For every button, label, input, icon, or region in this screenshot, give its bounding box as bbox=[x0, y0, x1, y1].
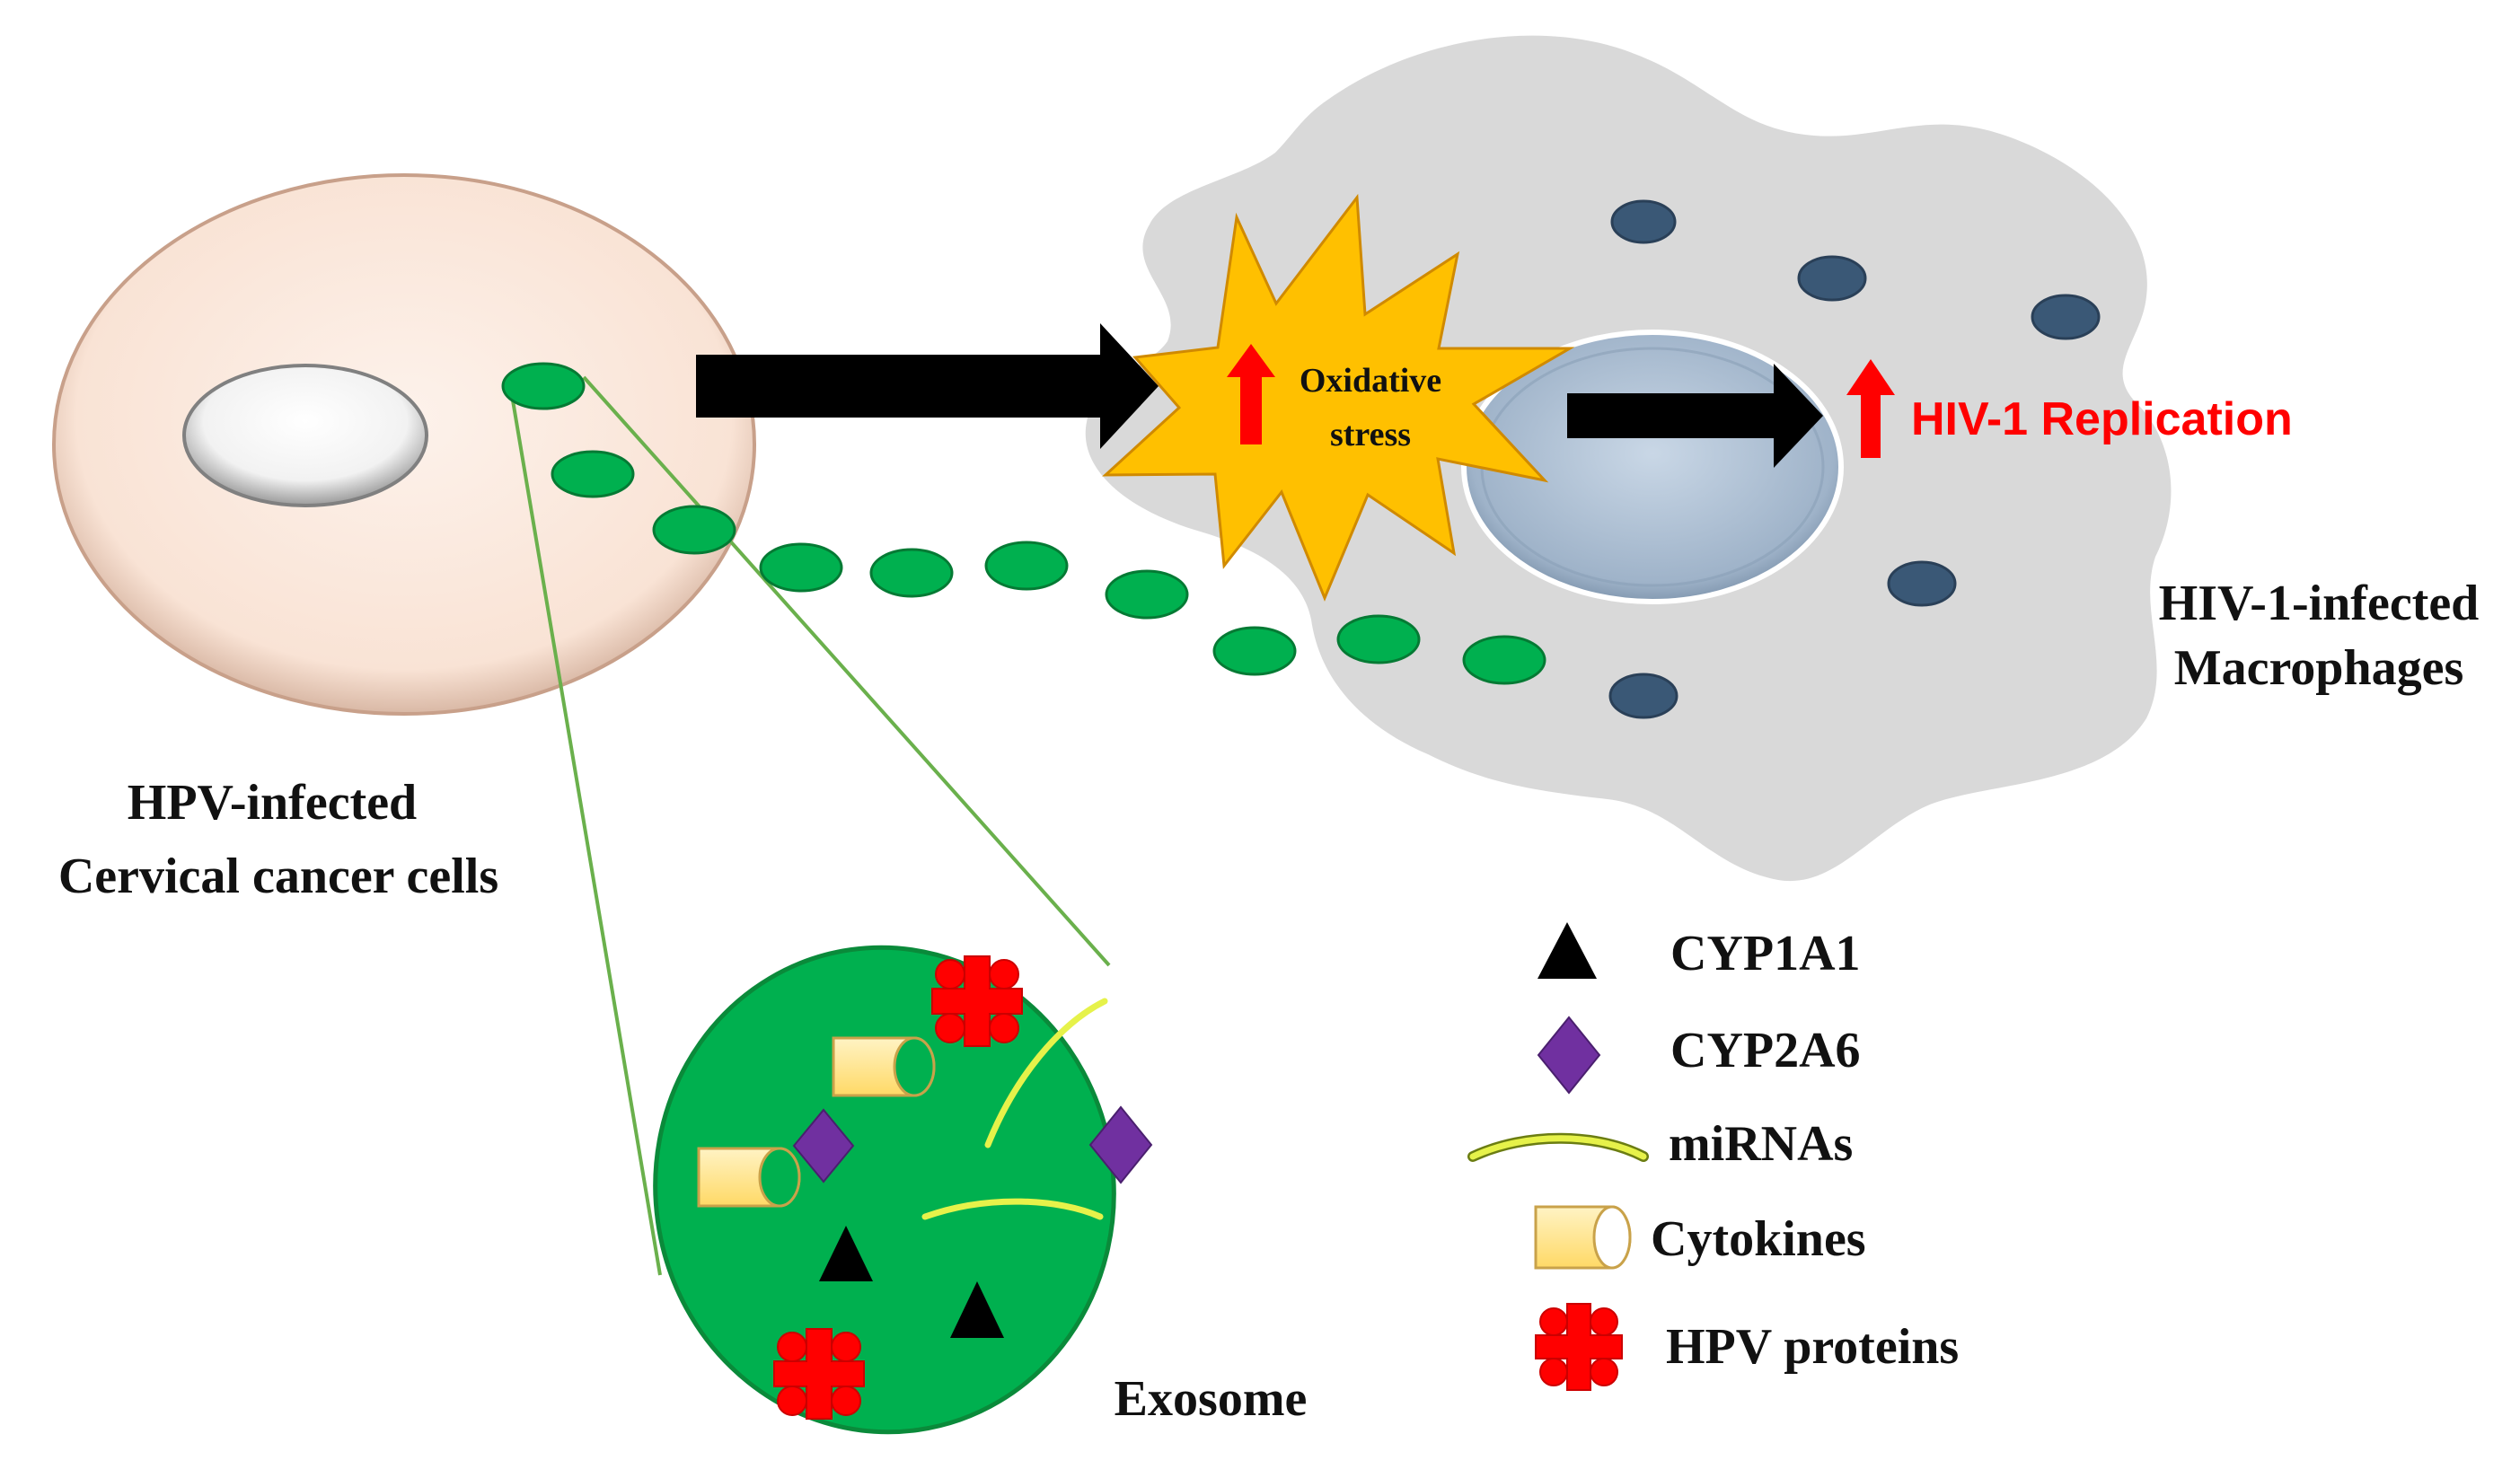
diamond-icon bbox=[792, 1108, 855, 1183]
oxidative-stress-burst: Oxidative stress bbox=[1102, 193, 1575, 602]
legend: CYP1A1 CYP2A6 miRNAs Cytokines HPV prote… bbox=[1467, 922, 1959, 1391]
triangle-icon bbox=[819, 1226, 873, 1281]
virus-particles bbox=[1608, 199, 2101, 719]
cylinder-icon bbox=[832, 1036, 936, 1097]
arrow-to-oxidative-stress bbox=[696, 323, 1159, 449]
starburst-shape bbox=[1102, 193, 1575, 602]
exosome-label: Exosome bbox=[1115, 1371, 1308, 1427]
cancer-cell-label-line1: HPV-infected bbox=[128, 775, 417, 831]
diamond-icon bbox=[1537, 1016, 1601, 1095]
triangle-icon bbox=[950, 1281, 1004, 1338]
legend-label-cyp1a1: CYP1A1 bbox=[1670, 926, 1861, 981]
legend-item-cyp2a6: CYP2A6 bbox=[1537, 1016, 1861, 1095]
red-cross-icon bbox=[1535, 1303, 1623, 1391]
triangle-icon bbox=[1538, 922, 1597, 979]
macrophage-label-line1: HIV-1-infected bbox=[2159, 576, 2480, 631]
enlarged-exosome bbox=[653, 945, 1153, 1435]
oxidative-label-line2: stress bbox=[1330, 416, 1411, 453]
cervical-cancer-cell bbox=[52, 173, 756, 716]
zoom-lines bbox=[510, 375, 1111, 1276]
legend-label-hpv-proteins: HPV proteins bbox=[1666, 1319, 1959, 1375]
cancer-cell-label-line2: Cervical cancer cells bbox=[58, 849, 498, 904]
legend-item-cyp1a1: CYP1A1 bbox=[1538, 922, 1861, 981]
diamond-icon bbox=[1088, 1105, 1153, 1184]
legend-item-mirnas: miRNAs bbox=[1467, 1116, 1853, 1172]
oxidative-up-arrow bbox=[1227, 344, 1275, 444]
legend-item-hpv-proteins: HPV proteins bbox=[1535, 1303, 1959, 1391]
legend-item-cytokines: Cytokines bbox=[1534, 1205, 1866, 1270]
red-cross-icon bbox=[931, 955, 1023, 1047]
hiv-up-arrow bbox=[1846, 359, 1895, 458]
arrow-to-hiv-replication bbox=[1567, 364, 1823, 468]
mirna-strand-icon bbox=[921, 1198, 1104, 1220]
hiv-replication-label: HIV-1 Replication bbox=[1911, 393, 2293, 445]
macrophage-label-line2: Macrophages bbox=[2174, 640, 2464, 696]
cylinder-icon bbox=[1534, 1205, 1632, 1270]
cancer-cell-nucleus bbox=[182, 364, 428, 507]
cylinder-icon bbox=[697, 1147, 801, 1208]
exosome-trail bbox=[501, 362, 1546, 685]
legend-label-cytokines: Cytokines bbox=[1651, 1211, 1866, 1267]
mirna-strand-icon bbox=[984, 998, 1108, 1148]
red-cross-icon bbox=[773, 1328, 865, 1420]
legend-label-cyp2a6: CYP2A6 bbox=[1670, 1023, 1861, 1078]
oxidative-label-line1: Oxidative bbox=[1300, 362, 1441, 400]
legend-label-mirnas: miRNAs bbox=[1669, 1116, 1853, 1172]
